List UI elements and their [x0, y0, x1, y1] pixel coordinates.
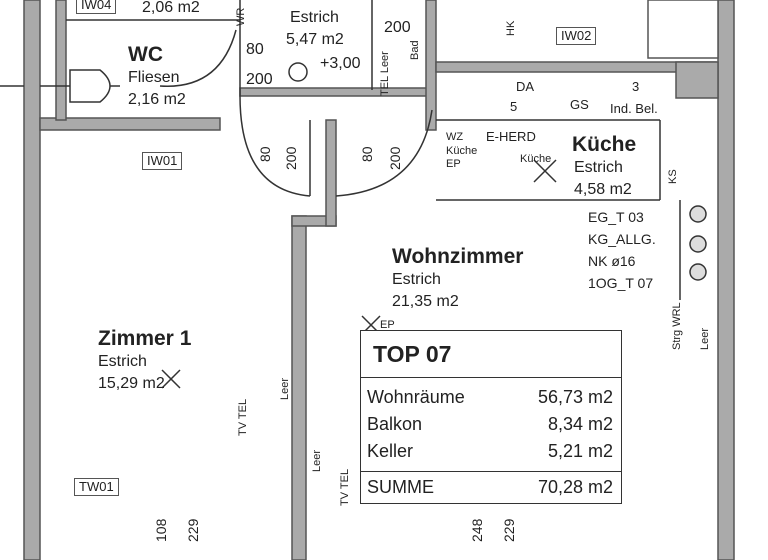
summary-total: SUMME 70,28 m2	[367, 477, 613, 498]
wall-bath-right	[425, 0, 437, 131]
wall-wc-left	[55, 0, 67, 121]
dim-229a: 229	[185, 518, 201, 542]
dim-200a: 200	[246, 71, 273, 88]
sym-og-t07: 1OG_T 07	[588, 275, 654, 291]
sym-e-herd: E-HERD	[486, 129, 536, 144]
dim-229b: 229	[501, 518, 517, 542]
sym-hk: HK	[505, 20, 517, 36]
bad-area: 5,47 m2	[286, 31, 344, 48]
summary-row: Balkon 8,34 m2	[367, 414, 613, 435]
wall-top-right	[647, 0, 719, 59]
summary-total-label: SUMME	[367, 477, 434, 497]
sym-three: 3	[632, 79, 640, 94]
sym-bad: Bad	[409, 40, 421, 60]
wohnzimmer-floor: Estrich	[392, 271, 441, 288]
zimmer1-area: 15,29 m2	[98, 375, 165, 392]
sym-leer2: Leer	[279, 377, 291, 400]
kueche-name: Küche	[572, 133, 637, 156]
summary-box: TOP 07 Wohnräume 56,73 m2 Balkon 8,34 m2…	[360, 330, 622, 504]
sym-kg-allg: KG_ALLG.	[588, 231, 656, 247]
dim-200b: 200	[384, 19, 411, 36]
kueche-floor: Estrich	[574, 159, 623, 176]
sym-da: DA	[516, 79, 535, 94]
summary-row-label: Balkon	[367, 414, 423, 434]
wall-left	[23, 0, 41, 560]
wc-floor: Fliesen	[128, 69, 180, 86]
sym-tv-tel2: TV TEL	[339, 468, 351, 506]
sym-tv-tel: TV TEL	[237, 398, 249, 436]
wall-right	[717, 0, 735, 560]
sym-wz: WZ	[446, 131, 464, 143]
zimmer1-name: Zimmer 1	[98, 327, 192, 350]
wall-partition	[291, 215, 307, 560]
tag-iw01: IW01	[142, 152, 183, 171]
wall-kitchen-top	[435, 61, 717, 73]
sym-ks: KS	[667, 169, 679, 184]
kueche-area: 4,58 m2	[574, 181, 632, 198]
wc-area: 2,16 m2	[128, 91, 186, 108]
dim-248: 248	[469, 518, 485, 542]
dim-200c: 200	[283, 146, 299, 170]
sym-nk16: NK ø16	[588, 253, 636, 269]
summary-row: Wohnräume 56,73 m2	[367, 387, 613, 408]
wall-bath-bottom	[239, 87, 431, 97]
summary-row-label: Wohnräume	[367, 387, 465, 407]
sym-ind-bel: Ind. Bel.	[610, 101, 658, 116]
wohnzimmer-name: Wohnzimmer	[392, 245, 524, 268]
summary-row-label: Keller	[367, 441, 414, 461]
sym-wr: WR	[235, 7, 247, 26]
sym-leer: Leer	[699, 327, 711, 350]
wall-wc-bottom	[39, 117, 221, 131]
summary-title: TOP 07	[373, 341, 452, 367]
dim-108: 108	[153, 518, 169, 542]
dim-80b: 80	[257, 146, 273, 162]
bad-level: +3,00	[320, 55, 361, 72]
top-room-area: 2,06 m2	[142, 0, 200, 16]
sym-strg-wrl: Strg WRL	[671, 302, 683, 350]
dim-80a: 80	[246, 41, 264, 58]
wc-name: WC	[128, 43, 163, 66]
wall-right-box	[675, 61, 719, 99]
summary-row: Keller 5,21 m2	[367, 441, 613, 462]
sym-kueche-x: Küche	[520, 153, 552, 165]
tag-iw04: IW04	[76, 0, 117, 15]
summary-row-value: 56,73 m2	[537, 387, 613, 407]
sym-gs: GS	[570, 97, 589, 112]
bad-floor: Estrich	[290, 9, 339, 26]
sym-ep2: EP	[380, 319, 395, 331]
summary-row-value: 8,34 m2	[547, 414, 613, 434]
wohnzimmer-area: 21,35 m2	[392, 293, 459, 310]
sym-five: 5	[510, 99, 518, 114]
zimmer1-floor: Estrich	[98, 353, 147, 370]
tag-tw01: TW01	[74, 478, 119, 497]
summary-total-value: 70,28 m2	[537, 477, 613, 497]
summary-row-value: 5,21 m2	[547, 441, 613, 461]
dim-200d: 200	[387, 146, 403, 170]
wall-partition-upper	[325, 119, 337, 227]
sym-leer3: Leer	[311, 449, 323, 472]
sym-kueche-sym: Küche	[446, 145, 478, 157]
sym-ep: EP	[446, 158, 461, 170]
sym-tel-leer: TEL Leer	[379, 51, 391, 96]
tag-iw02: IW02	[556, 27, 597, 46]
sym-eg-t03: EG_T 03	[588, 209, 644, 225]
dim-80c: 80	[359, 146, 375, 162]
